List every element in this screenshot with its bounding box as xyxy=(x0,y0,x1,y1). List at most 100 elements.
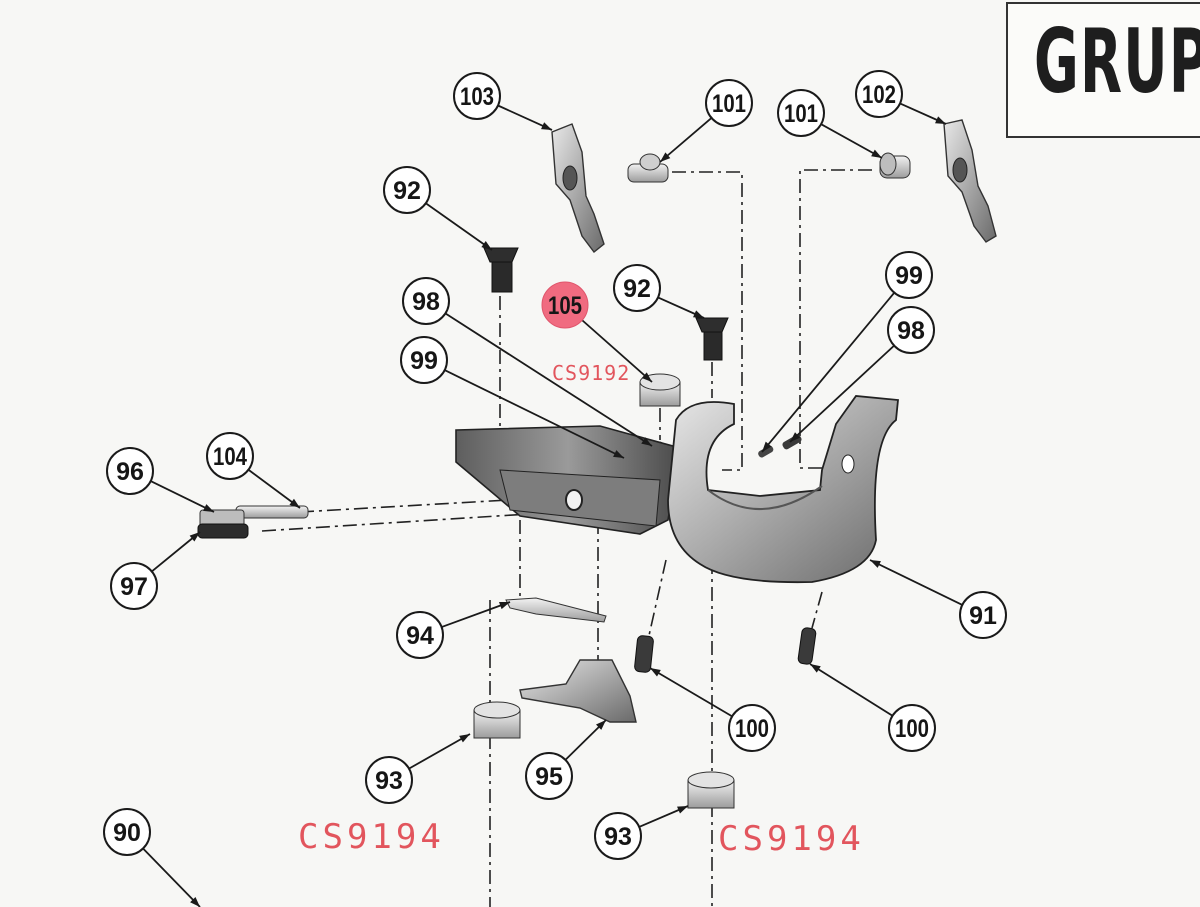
callout-circle-c98b xyxy=(887,306,935,354)
part-94-spring xyxy=(505,597,607,623)
callout-label-c99a: 99 xyxy=(410,347,438,375)
callout-circle-c100a xyxy=(728,704,776,752)
group-title: GRUP xyxy=(1034,10,1200,113)
leader-line-c90 xyxy=(142,847,201,907)
callout-c93b: 93 xyxy=(594,812,642,860)
leader-arrowhead-c99a xyxy=(613,450,624,458)
leader-line-c91 xyxy=(869,559,963,606)
callout-label-c91: 91 xyxy=(969,602,997,630)
leader-line-c94 xyxy=(441,601,511,628)
callout-c102: 102 xyxy=(855,70,903,118)
callout-label-c103a: 103 xyxy=(460,83,494,111)
leader-line-c98a xyxy=(444,312,653,447)
part-95-sear xyxy=(519,659,637,723)
part-100-spring-left xyxy=(634,635,654,673)
callout-circle-c93a xyxy=(365,756,413,804)
leader-line-c93a xyxy=(408,733,471,770)
callout-c95: 95 xyxy=(525,752,573,800)
leader-arrowhead-c101a xyxy=(660,152,671,162)
callout-circle-c97 xyxy=(110,562,158,610)
leader-arrowhead-c105 xyxy=(641,372,652,382)
leader-arrowhead-c103a xyxy=(541,122,552,130)
leader-arrowhead-c95 xyxy=(595,720,606,730)
part-92-screw-right xyxy=(695,317,729,361)
leader-line-c100a xyxy=(649,667,733,718)
leader-arrowhead-c98b xyxy=(790,432,801,442)
callout-c100b: 100 xyxy=(888,704,936,752)
callout-c99a: 99 xyxy=(400,336,448,384)
callout-c91: 91 xyxy=(959,591,1007,639)
handwritten-note-cs9192: CS9192 xyxy=(552,361,630,385)
callout-circle-c91 xyxy=(959,591,1007,639)
callout-label-c100a: 100 xyxy=(735,715,769,743)
callout-circle-c101b xyxy=(777,89,825,137)
part-102-plate xyxy=(943,119,997,243)
leader-line-c104 xyxy=(247,468,301,509)
axis-line-pin-104-lower xyxy=(261,511,561,532)
callout-label-c97: 97 xyxy=(120,573,148,601)
part-104-rod xyxy=(235,505,309,519)
part-92-screw-left xyxy=(483,247,519,293)
handwritten-note-cs9194-right: CS9194 xyxy=(718,819,865,859)
callout-label-c98b: 98 xyxy=(897,317,925,345)
callout-circle-c104 xyxy=(206,432,254,480)
callout-label-c90: 90 xyxy=(113,819,141,847)
leader-arrowhead-c99b xyxy=(762,441,772,452)
leader-arrowhead-c102 xyxy=(935,116,946,124)
leader-arrowhead-c94 xyxy=(499,602,510,610)
callout-circle-c93b xyxy=(594,812,642,860)
callout-circle-c100b xyxy=(888,704,936,752)
leader-arrowhead-c104 xyxy=(289,498,300,508)
leader-line-c101a xyxy=(659,117,713,163)
callout-c103a: 103 xyxy=(453,72,501,120)
callout-label-c105: 105 xyxy=(548,292,582,320)
part-101-pin-right xyxy=(879,152,911,179)
leader-arrowhead-c97 xyxy=(189,532,200,542)
leader-line-c97 xyxy=(151,531,201,573)
callout-circle-c101a xyxy=(705,79,753,127)
axis-line-right-pin xyxy=(799,169,872,469)
callout-circle-c98a xyxy=(402,277,450,325)
leader-line-c100b xyxy=(809,663,893,717)
leader-line-c92a xyxy=(425,202,493,251)
leader-arrowhead-c96 xyxy=(203,504,214,512)
handwritten-note-cs9194-left: CS9194 xyxy=(298,817,445,857)
callout-label-c94: 94 xyxy=(406,622,434,650)
callout-c92a: 92 xyxy=(383,166,431,214)
leader-lines xyxy=(142,102,963,907)
callout-label-c92b: 92 xyxy=(623,275,651,303)
leader-line-c99a xyxy=(444,369,625,459)
axis-line-spring-left xyxy=(647,559,667,641)
part-93-bushing-left xyxy=(473,701,521,739)
callout-circle-c105 xyxy=(541,281,589,329)
part-91-trigger-plate xyxy=(455,395,899,584)
leader-arrowhead-c93a xyxy=(459,734,470,743)
part-100-spring-right xyxy=(797,627,817,665)
callout-label-c95: 95 xyxy=(535,763,563,791)
leader-arrowhead-c92b xyxy=(693,310,704,318)
callout-c96: 96 xyxy=(106,447,154,495)
leader-line-c105 xyxy=(581,319,653,383)
callout-circle-c92b xyxy=(613,264,661,312)
callout-label-c101a: 101 xyxy=(712,90,746,118)
callout-circle-c103a xyxy=(453,72,501,120)
part-97-block xyxy=(197,523,249,539)
callout-circle-c90 xyxy=(103,808,151,856)
callout-label-c102: 102 xyxy=(862,81,896,109)
callout-label-c96: 96 xyxy=(116,458,144,486)
leader-arrowhead-c92a xyxy=(481,240,492,250)
part-101-pin-left xyxy=(627,153,669,183)
leader-arrowhead-c93b xyxy=(677,806,688,814)
callout-label-c99b: 99 xyxy=(895,262,923,290)
callout-label-c101b: 101 xyxy=(784,100,818,128)
callout-label-c93b: 93 xyxy=(604,823,632,851)
callout-c98b: 98 xyxy=(887,306,935,354)
callout-circle-c99b xyxy=(885,251,933,299)
leader-line-c99b xyxy=(761,292,895,453)
callout-circle-c92a xyxy=(383,166,431,214)
callout-c101b: 101 xyxy=(777,89,825,137)
part-105-bushing xyxy=(639,373,681,407)
